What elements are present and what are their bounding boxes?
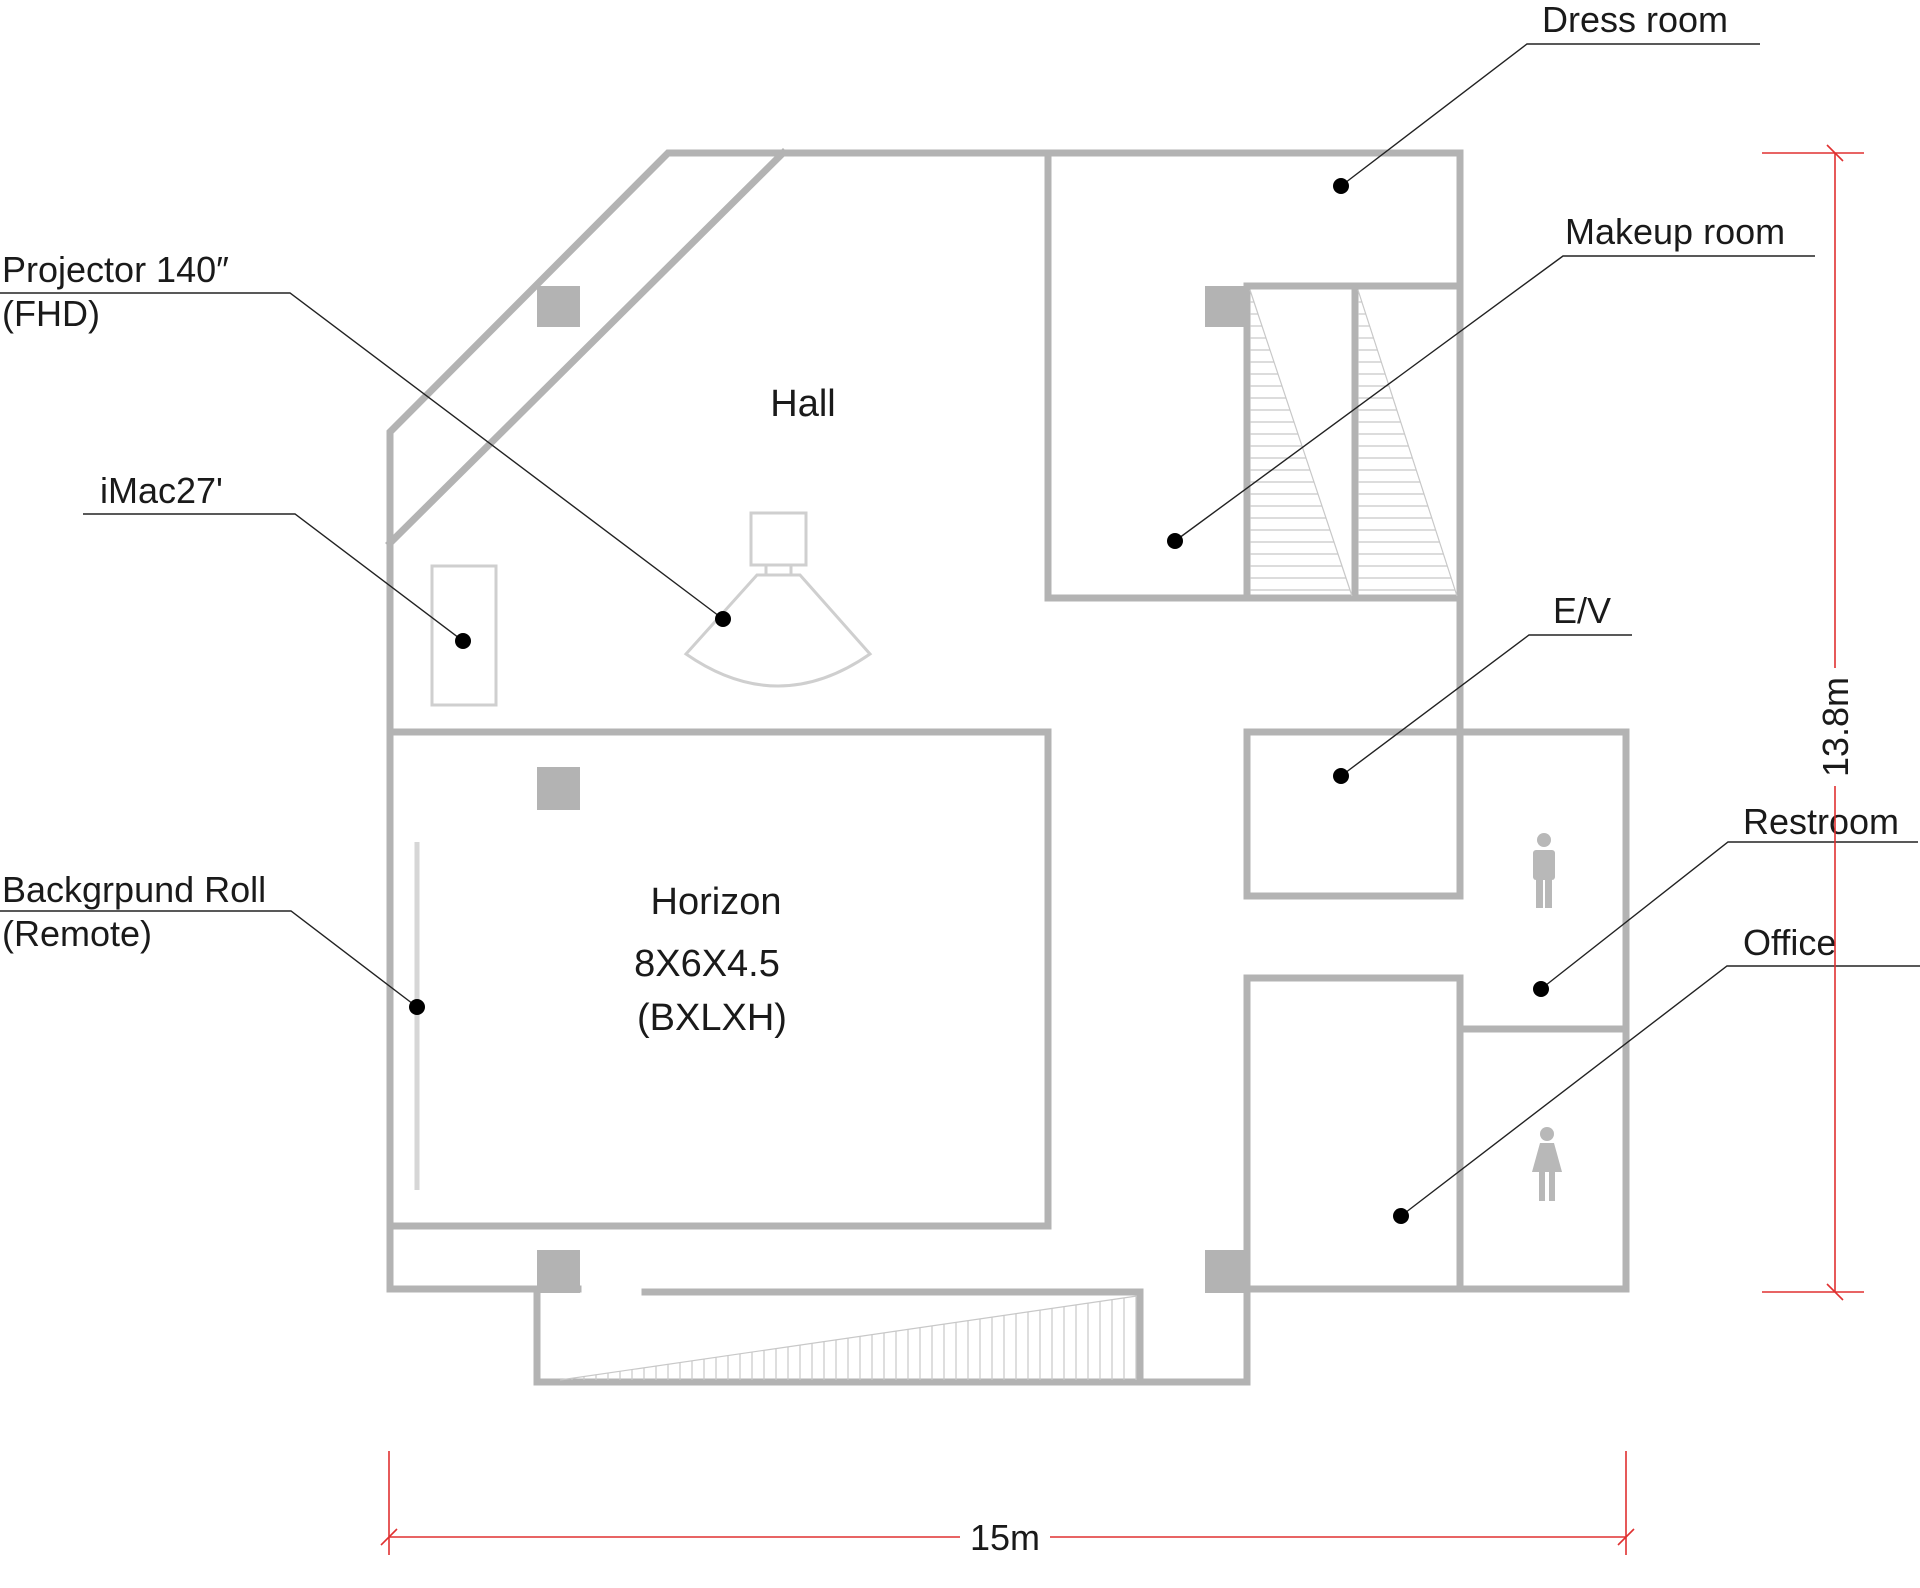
makeup-room-marker	[1167, 533, 1183, 549]
pillar	[1205, 1250, 1248, 1293]
callouts: Dress room Makeup room Projector 140″ (F…	[0, 0, 1920, 1224]
projector-leader	[0, 292, 724, 620]
office-marker	[1393, 1208, 1409, 1224]
horizon-room-wall	[386, 728, 1052, 1230]
office-label: Office	[1743, 922, 1836, 963]
pillars	[537, 286, 1248, 1293]
dress-room-leader	[1340, 43, 1760, 187]
ev-label: E/V	[1553, 590, 1611, 631]
ev-leader	[1340, 634, 1632, 777]
imac-label: iMac27'	[100, 470, 223, 511]
height-dimension: 13.8m	[1762, 144, 1864, 1301]
projector-label-line1: Projector 140″	[2, 249, 229, 290]
stairs	[559, 289, 1458, 1381]
horizon-size-label: 8X6X4.5	[634, 943, 780, 985]
width-dimension-label: 15m	[970, 1517, 1040, 1558]
imac-desk	[430, 564, 498, 707]
office-leader	[1400, 965, 1920, 1217]
makeup-room-wall	[1044, 149, 1464, 602]
imac-marker	[455, 633, 471, 649]
stair-left-diagonal	[1249, 289, 1353, 597]
stair-bottom-diagonal	[559, 1295, 1138, 1381]
hall-label: Hall	[770, 383, 835, 425]
pillar	[537, 767, 580, 810]
dress-room-label: Dress room	[1542, 0, 1728, 40]
ev-wall	[1243, 728, 1630, 1293]
makeup-room-label: Makeup room	[1565, 211, 1785, 252]
pillar	[537, 1250, 580, 1293]
dress-room-marker	[1333, 178, 1349, 194]
background-roll-marker	[409, 999, 425, 1015]
restroom-label: Restroom	[1743, 801, 1899, 842]
restroom-marker	[1533, 981, 1549, 997]
hall-diagonal-wall	[385, 148, 788, 548]
horizon-units-label: (BXLXH)	[637, 997, 787, 1039]
pillar	[537, 286, 580, 327]
male-person-icon	[1533, 833, 1555, 908]
imac-leader	[83, 513, 464, 642]
horizon-name-label: Horizon	[651, 881, 782, 923]
outer-wall	[386, 149, 1464, 1293]
restroom-leader	[1540, 841, 1918, 990]
background-roll-label-line1: Backgrpund Roll	[2, 869, 266, 910]
background-roll-leader	[0, 910, 418, 1008]
bottom-stair-wall	[533, 1285, 1251, 1386]
projector-icon	[683, 511, 873, 688]
projector-label-line2: (FHD)	[2, 293, 100, 334]
ev-marker	[1333, 768, 1349, 784]
pillar	[1205, 286, 1248, 327]
female-person-icon	[1532, 1127, 1562, 1201]
equipment	[414, 511, 1562, 1201]
ev-box-wall	[1243, 728, 1464, 900]
projector-marker	[715, 611, 731, 627]
background-roll-label-line2: (Remote)	[2, 913, 152, 954]
stair-right-diagonal	[1357, 289, 1458, 597]
width-dimension: 15m	[380, 1451, 1635, 1558]
makeup-room-leader	[1174, 255, 1815, 542]
height-dimension-label: 13.8m	[1815, 677, 1856, 777]
